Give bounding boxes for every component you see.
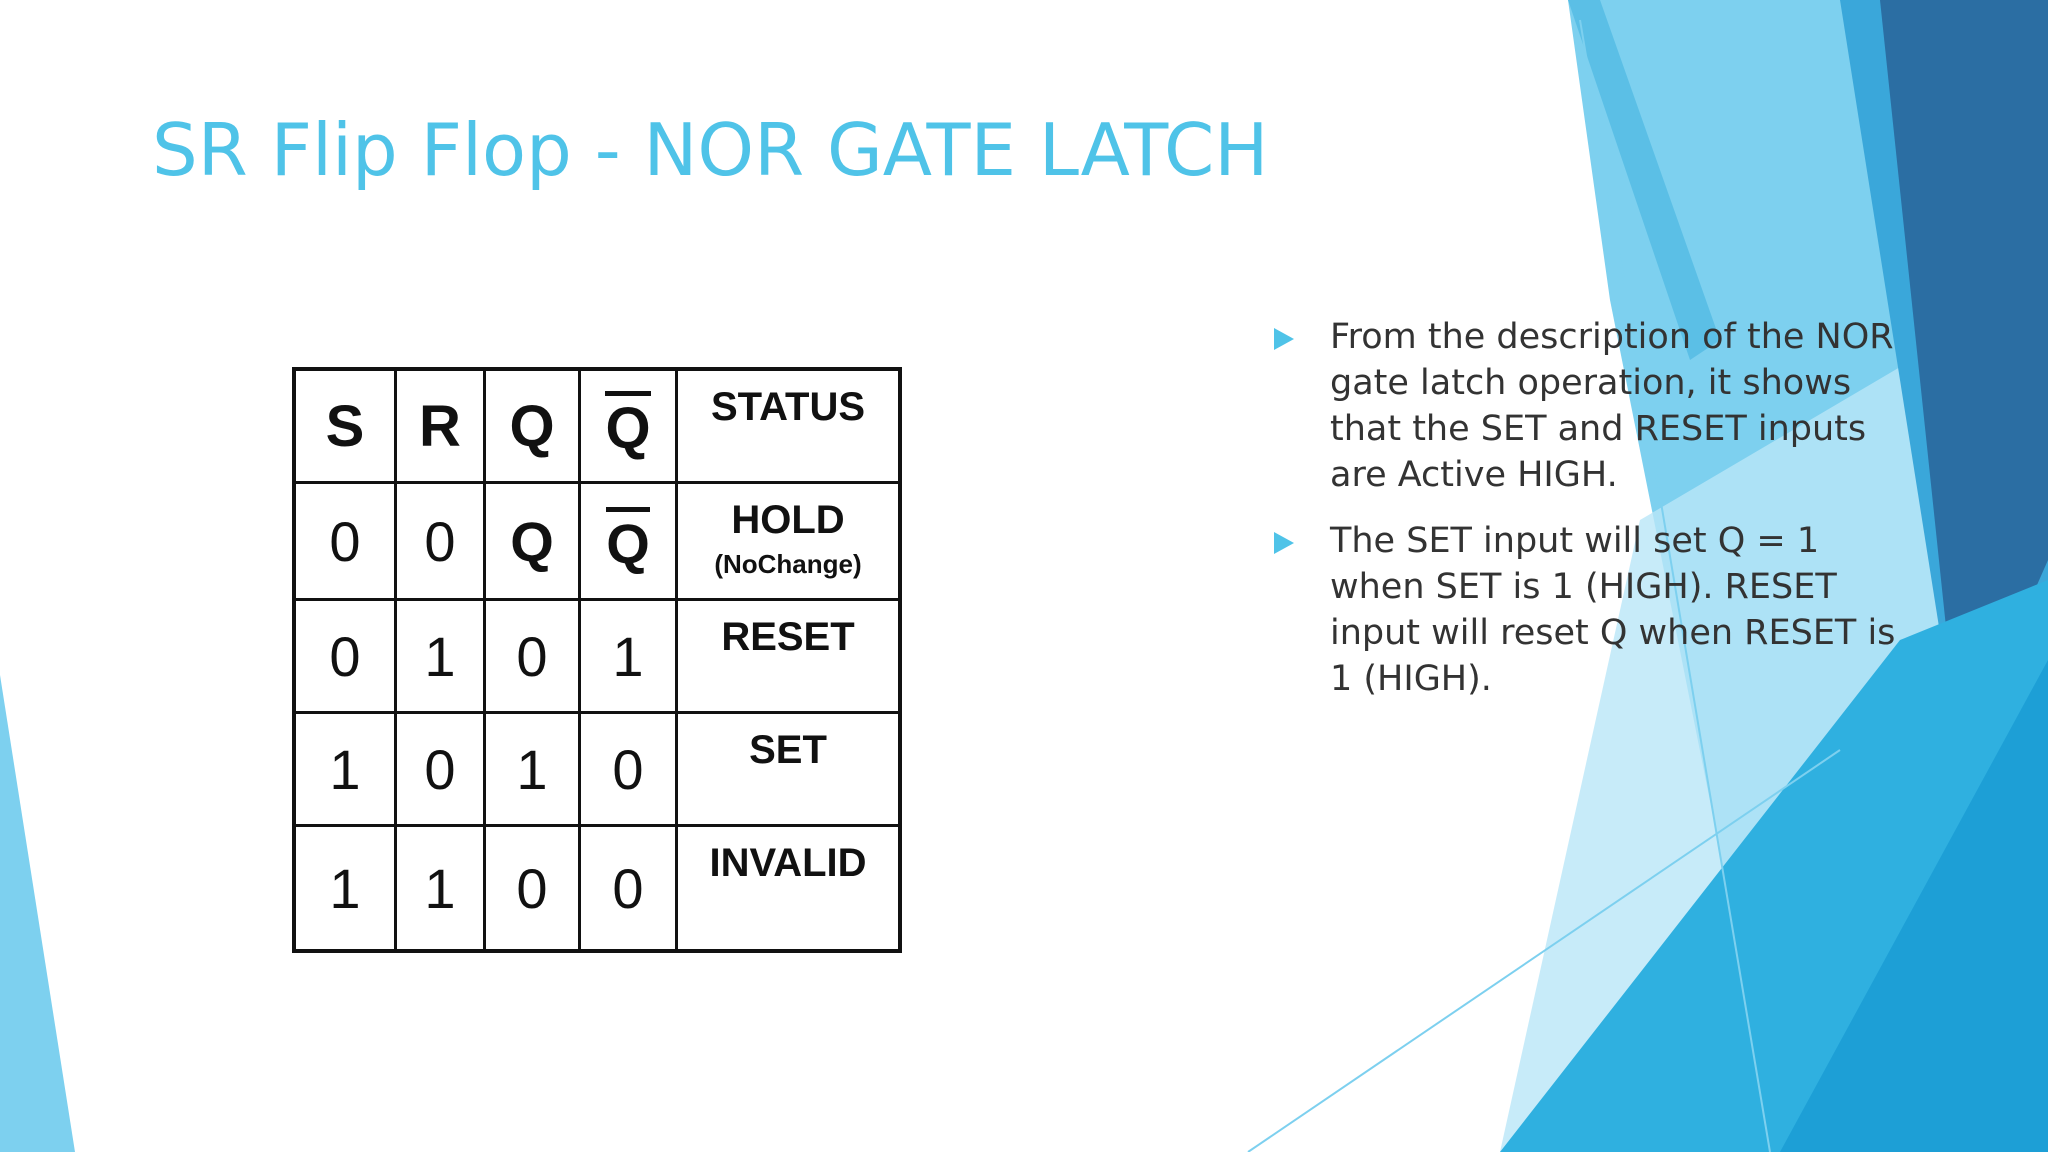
table-row: 0 1 0 1 RESET	[292, 598, 902, 714]
cell-q-bar: 1	[578, 598, 678, 714]
right-dark-panel	[1880, 0, 2048, 760]
cell-q: Q	[483, 481, 581, 601]
header-r: R	[394, 367, 486, 484]
right-top-sliver	[1568, 0, 1720, 360]
cell-s: 0	[292, 598, 397, 714]
cell-r: 1	[394, 598, 486, 714]
table-row: 0 0 Q Q HOLD (NoChange)	[292, 481, 902, 601]
cell-status: RESET	[675, 598, 902, 714]
cell-status: INVALID	[675, 824, 902, 953]
q-bar-symbol: Q	[606, 506, 650, 572]
cell-q: 1	[483, 711, 581, 827]
table-row: 1 1 0 0 INVALID	[292, 824, 902, 953]
triangle-bullet-icon	[1274, 328, 1294, 350]
cell-r: 0	[394, 481, 486, 601]
cell-s: 1	[292, 711, 397, 827]
table-header-row: S R Q Q STATUS	[292, 367, 902, 484]
slide-title: SR Flip Flop - NOR GATE LATCH	[152, 108, 1269, 192]
header-s: S	[292, 367, 397, 484]
truth-table: S R Q Q STATUS 0 0 Q Q HOLD (NoChange) 0…	[292, 367, 902, 953]
table-row: 1 0 1 0 SET	[292, 711, 902, 827]
q-bar-symbol: Q	[605, 390, 651, 458]
bullet-text: From the description of the NOR gate lat…	[1330, 317, 1894, 495]
triangle-bullet-icon	[1274, 532, 1294, 554]
cell-q: 0	[483, 598, 581, 714]
header-status: STATUS	[675, 367, 902, 484]
cell-status: SET	[675, 711, 902, 827]
cell-status: HOLD (NoChange)	[675, 481, 902, 601]
cell-q: 0	[483, 824, 581, 953]
right-corner-deep	[1780, 660, 2048, 1152]
cell-q-bar: 0	[578, 711, 678, 827]
thin-line-diagonal	[1247, 749, 1841, 1152]
bullet-list: From the description of the NOR gate lat…	[1270, 314, 1910, 722]
cell-r: 0	[394, 711, 486, 827]
header-q: Q	[483, 367, 581, 484]
header-q-bar: Q	[578, 367, 678, 484]
left-accent-shape	[0, 675, 75, 1152]
cell-r: 1	[394, 824, 486, 953]
cell-q-bar: 0	[578, 824, 678, 953]
bullet-item: The SET input will set Q = 1 when SET is…	[1270, 518, 1910, 702]
status-hold: HOLD	[731, 498, 845, 542]
status-note: (NoChange)	[714, 549, 862, 579]
cell-s: 0	[292, 481, 397, 601]
bullet-item: From the description of the NOR gate lat…	[1270, 314, 1910, 498]
cell-s: 1	[292, 824, 397, 953]
thin-line-vertical	[1579, 19, 1771, 1152]
cell-q-bar: Q	[578, 481, 678, 601]
bullet-text: The SET input will set Q = 1 when SET is…	[1330, 521, 1896, 699]
